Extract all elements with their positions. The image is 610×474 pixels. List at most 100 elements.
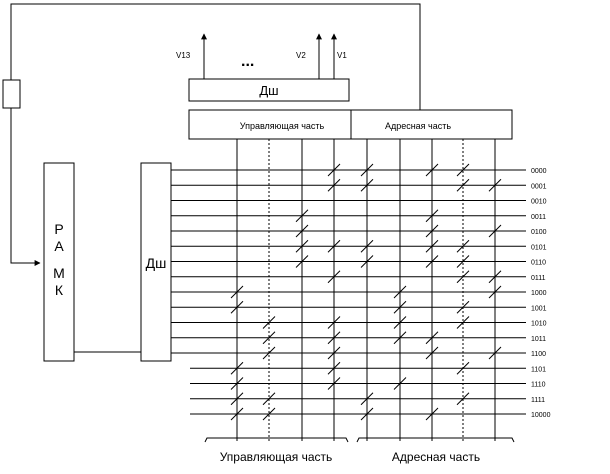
diode-mark <box>327 316 341 329</box>
diode-mark <box>456 163 470 177</box>
diode-mark <box>230 392 244 406</box>
diode-mark <box>393 285 407 299</box>
diode-mark <box>360 163 374 177</box>
diode-mark <box>425 163 439 177</box>
ramk-block <box>43 162 75 362</box>
feedback-element <box>2 79 21 109</box>
diode-mark <box>295 224 309 238</box>
diode-mark <box>327 361 341 375</box>
diode-mark <box>456 239 470 253</box>
diode-mark <box>327 239 341 253</box>
diode-mark <box>230 285 244 299</box>
row-code: 0111 <box>531 275 546 282</box>
diode-mark <box>456 300 470 314</box>
row-code: 0001 <box>531 183 547 190</box>
output-ellipsis: ... <box>241 53 254 70</box>
diode-mark <box>327 178 341 192</box>
row-code: 0101 <box>531 244 547 251</box>
ramk-letter: К <box>55 282 64 298</box>
dsh-left-block <box>140 162 172 362</box>
diode-mark <box>393 316 407 329</box>
row-code: 0011 <box>531 214 546 221</box>
diode-mark <box>425 407 439 421</box>
diode-mark <box>295 209 309 223</box>
diode-mark <box>456 255 470 268</box>
diode-mark <box>456 316 470 329</box>
diode-mark <box>230 300 244 314</box>
diode-mark <box>488 270 502 284</box>
bottom-brace-address <box>356 437 515 443</box>
diode-mark <box>456 361 470 375</box>
output-arrows <box>201 33 337 79</box>
diode-mark <box>230 407 244 421</box>
diode-mark <box>360 407 374 421</box>
diode-mark <box>262 346 276 360</box>
bottom-label-control: Управляющая часть <box>220 450 333 464</box>
row-code: 0000 <box>531 168 547 175</box>
row-code: 1001 <box>531 305 547 312</box>
diode-mark <box>262 407 276 421</box>
matrix-columns <box>236 139 496 441</box>
register-control-label: Управляющая часть <box>240 121 325 131</box>
output-label-v2: V2 <box>296 51 306 60</box>
diode-mark <box>425 239 439 253</box>
diode-mark <box>425 255 439 268</box>
diode-mark <box>488 285 502 299</box>
diode-mark <box>393 300 407 314</box>
ramk-label: Р А М К <box>53 221 65 298</box>
matrix-rows <box>171 169 526 415</box>
diode-mark <box>360 392 374 406</box>
dsh-top-label: Дш <box>259 83 278 98</box>
diode-mark <box>327 270 341 284</box>
diode-mark <box>456 392 470 406</box>
diode-mark <box>393 331 407 345</box>
diode-mark <box>456 270 470 284</box>
output-label-v1: V1 <box>337 51 347 60</box>
row-code: 1101 <box>531 366 546 373</box>
output-label-v13: V13 <box>176 51 191 60</box>
bottom-label-address: Адресная часть <box>392 450 480 464</box>
diode-mark <box>262 331 276 345</box>
ramk-letter: М <box>53 265 65 281</box>
diode-mark <box>262 392 276 406</box>
bottom-brace-control <box>204 437 349 443</box>
diode-mark <box>360 255 374 268</box>
diode-mark <box>488 346 502 360</box>
ramk-letter: А <box>54 238 64 254</box>
row-code: 10000 <box>531 412 551 419</box>
diode-mark <box>456 178 470 192</box>
diode-mark <box>425 209 439 223</box>
diode-mark <box>295 255 309 268</box>
diode-mark <box>327 377 341 390</box>
diode-mark <box>425 331 439 345</box>
row-code: 1100 <box>531 351 546 358</box>
dsh-left-label: Дш <box>146 255 167 271</box>
row-code: 1010 <box>531 321 547 328</box>
row-code: 1000 <box>531 290 547 297</box>
matrix-diodes <box>230 163 502 421</box>
diode-mark <box>425 346 439 360</box>
row-code: 0110 <box>531 260 546 267</box>
row-code-labels: 0000 0001 0010 0011 0100 0101 0110 0111 1000 1001… <box>531 168 551 419</box>
row-code: 0100 <box>531 229 547 236</box>
diode-mark <box>295 239 309 253</box>
row-code: 1011 <box>531 336 546 343</box>
diode-mark <box>327 331 341 345</box>
register-address-label: Адресная часть <box>385 121 451 131</box>
row-code: 0010 <box>531 199 547 206</box>
diode-mark <box>230 361 244 375</box>
feedback-line <box>10 3 421 266</box>
diode-mark <box>327 163 341 177</box>
row-code: 1110 <box>531 382 546 389</box>
diode-mark <box>230 377 244 390</box>
diode-mark <box>262 316 276 329</box>
diode-mark <box>360 239 374 253</box>
diode-mark <box>327 346 341 360</box>
diode-mark <box>488 224 502 238</box>
diode-mark <box>425 224 439 238</box>
diode-mark <box>393 377 407 390</box>
row-code: 1111 <box>531 397 545 404</box>
ramk-letter: Р <box>54 221 63 237</box>
diode-mark <box>488 178 502 192</box>
